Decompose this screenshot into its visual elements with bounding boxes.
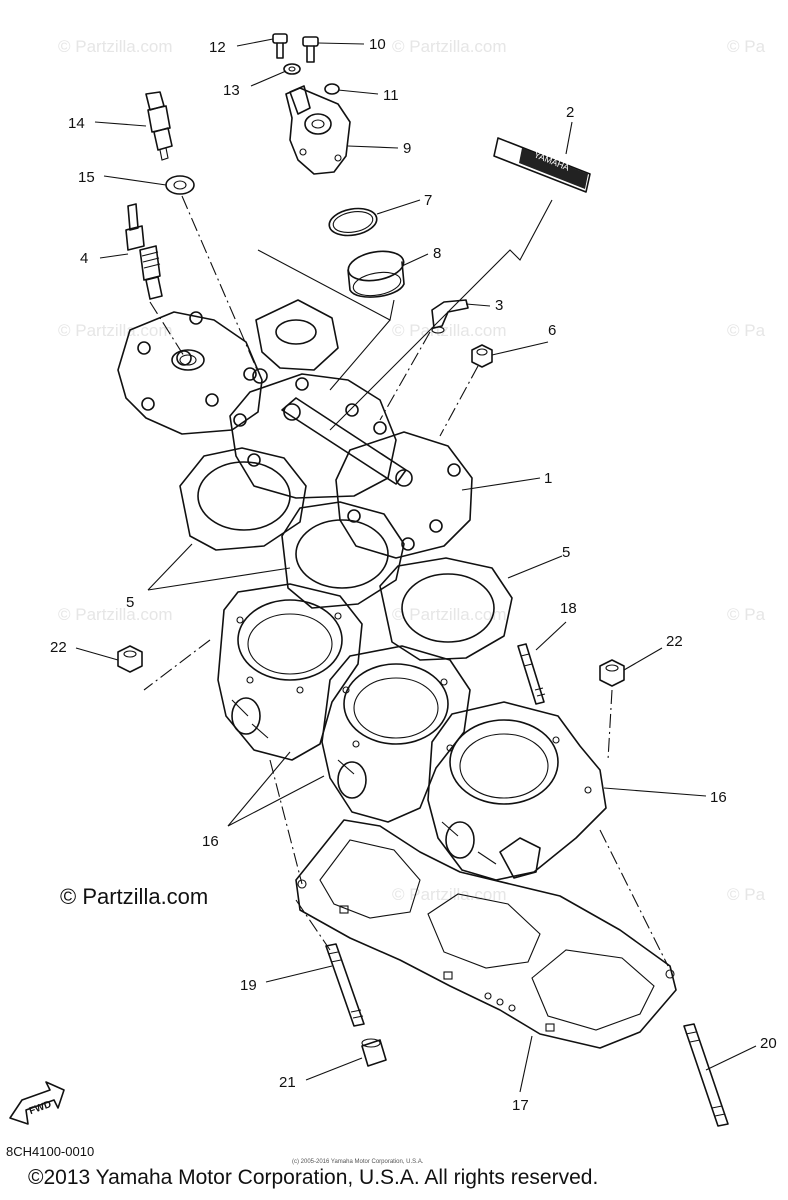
callout-22-left: 22 (50, 639, 67, 656)
part-2-yamaha-decal: YAMAHA (493, 137, 591, 193)
callout-2: 2 (566, 104, 574, 121)
callout-22-right: 22 (666, 633, 683, 650)
tiny-copyright: (c) 2005-2016 Yamaha Motor Corporation, … (292, 1159, 424, 1165)
fwd-label: FWD (28, 1099, 53, 1117)
watermark: © Partzilla.com (392, 321, 507, 340)
part-16-cylinders (217, 583, 607, 881)
part-3-fitting (431, 299, 469, 334)
callout-18: 18 (560, 600, 577, 617)
part-6-nut (471, 344, 493, 368)
part-19-stud (325, 943, 365, 1027)
partzilla-brand: © Partzilla.com (60, 884, 209, 909)
watermark: © Partzilla.com (392, 37, 507, 56)
part-7-o-ring (328, 207, 378, 237)
part-5-head-gaskets (179, 447, 513, 661)
fwd-arrow-icon: FWD (9, 1081, 65, 1125)
callout-11: 11 (383, 87, 399, 104)
callout-16-left: 16 (202, 833, 219, 850)
callout-19: 19 (240, 977, 257, 994)
part-22-nut-left (117, 645, 143, 673)
part-22-nut-right (599, 659, 625, 687)
part-10-bolt (302, 36, 319, 63)
callout-1: 1 (544, 470, 552, 487)
part-12-bolt (272, 33, 288, 59)
part-9-thermostat-cover (285, 85, 351, 175)
part-14-temperature-sensor (145, 91, 173, 161)
callout-leaders (75, 38, 757, 1093)
callout-6: 6 (548, 322, 556, 339)
part-21-dowel (361, 1038, 387, 1067)
callout-8: 8 (433, 245, 441, 262)
part-8-seal (347, 250, 405, 298)
watermark: © Partzilla.com (392, 605, 507, 624)
callout-17: 17 (512, 1097, 529, 1114)
part-15-washer (165, 175, 195, 195)
watermark: © Pa (727, 885, 766, 904)
copyright-notice: ©2013 Yamaha Motor Corporation, U.S.A. A… (28, 1166, 599, 1189)
callout-9: 9 (403, 140, 411, 157)
callout-12: 12 (209, 39, 226, 56)
part-18-stud (517, 643, 546, 705)
part-20-stud (683, 1023, 729, 1127)
assembly-lines (143, 195, 669, 967)
callout-3: 3 (495, 297, 503, 314)
watermark: © Pa (727, 321, 766, 340)
watermark-layer: © Partzilla.com © Partzilla.com © Pa © P… (58, 37, 766, 904)
part-1-cylinder-head (117, 299, 473, 559)
part-11-washer (324, 83, 340, 95)
diagram-code: 8CH4100-0010 (6, 1144, 95, 1159)
watermark: © Pa (727, 37, 766, 56)
callout-13: 13 (223, 82, 240, 99)
callout-15: 15 (78, 169, 95, 186)
watermark: © Partzilla.com (58, 321, 173, 340)
callout-7: 7 (424, 192, 432, 209)
watermark: © Partzilla.com (58, 37, 173, 56)
watermark: © Partzilla.com (58, 605, 173, 624)
callout-labels: 12 10 13 11 14 9 2 15 7 4 8 3 6 1 5 5 18… (50, 36, 777, 1114)
callout-5-left: 5 (126, 594, 134, 611)
part-13-washer (283, 63, 301, 75)
callout-16-right: 16 (710, 789, 727, 806)
callout-10: 10 (369, 36, 386, 53)
callout-4: 4 (80, 250, 88, 267)
watermark: © Partzilla.com (392, 885, 507, 904)
watermark: © Pa (727, 605, 766, 624)
callout-20: 20 (760, 1035, 777, 1052)
callout-5-right: 5 (562, 544, 570, 561)
callout-21: 21 (279, 1074, 296, 1091)
part-4-spark-plug (125, 203, 163, 300)
callout-14: 14 (68, 115, 85, 132)
part-17-base-gasket (295, 819, 677, 1049)
